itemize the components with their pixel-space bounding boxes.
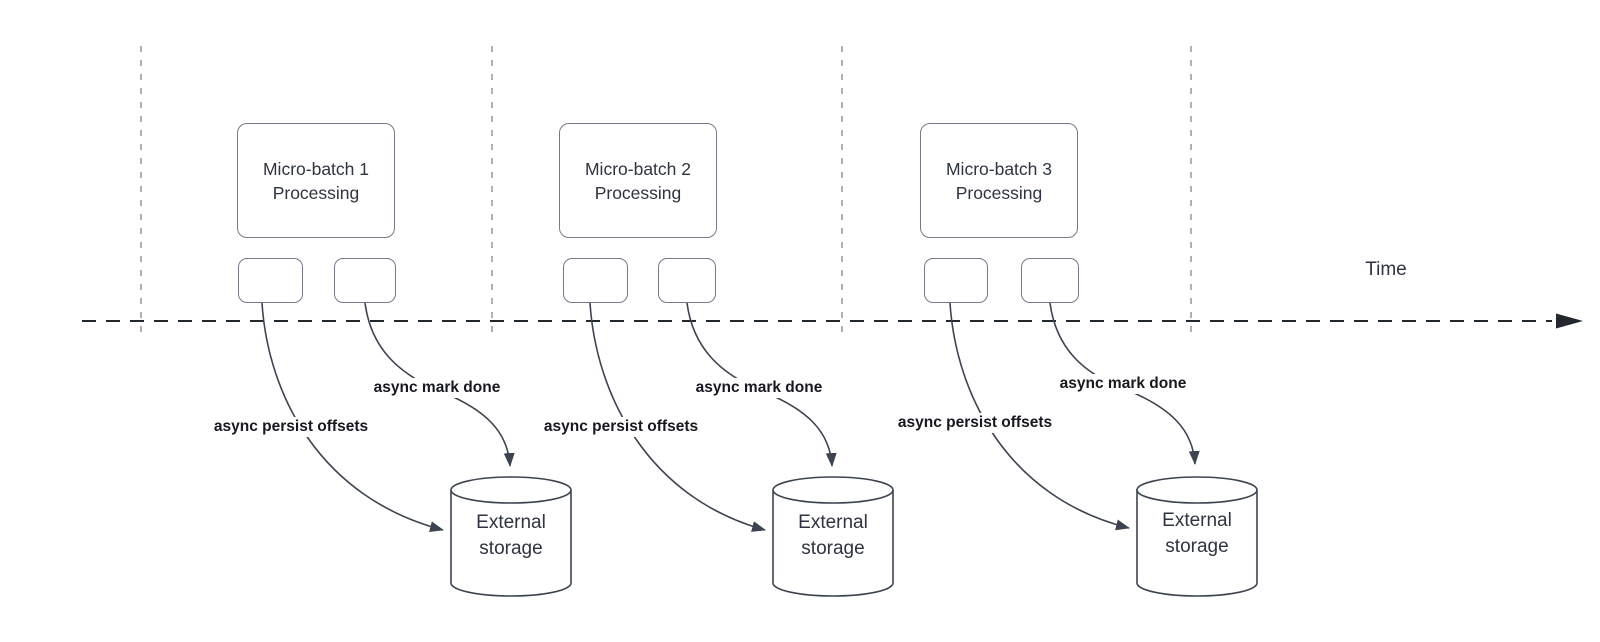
external-storage-label: External storage [1162, 510, 1232, 557]
persist-offsets-label: async persist offsets [894, 413, 1056, 433]
persist-offsets-arrow [949, 302, 1130, 531]
mark-done-task-box [658, 258, 716, 303]
micro-batch-box: Micro-batch 3 Processing [920, 123, 1078, 238]
mark-done-label: async mark done [692, 378, 826, 398]
external-storage-cylinder [772, 476, 894, 597]
persist-offsets-label: async persist offsets [540, 417, 702, 437]
mark-done-label: async mark done [370, 378, 504, 398]
micro-batch-box: Micro-batch 2 Processing [559, 123, 717, 238]
external-storage-cylinder [1136, 476, 1258, 597]
mark-done-task-box [1021, 258, 1079, 303]
persist-task-box [563, 258, 628, 303]
persist-offsets-label: async persist offsets [210, 417, 372, 437]
micro-batch-subtitle: Processing [955, 182, 1043, 203]
micro-batch-title: Micro-batch 1 [262, 158, 369, 179]
mark-done-label: async mark done [1056, 374, 1190, 394]
timeline-arrowhead [1556, 313, 1583, 329]
external-storage-label: External storage [798, 512, 868, 559]
micro-batch-title: Micro-batch 3 [945, 158, 1052, 179]
mark-done-task-box [334, 258, 396, 303]
persist-offsets-arrow [589, 302, 766, 532]
micro-batch-box: Micro-batch 1 Processing [237, 123, 395, 238]
micro-batch-subtitle: Processing [272, 182, 360, 203]
persist-offsets-arrow [261, 302, 444, 533]
external-storage-cylinder [450, 476, 572, 597]
persist-task-box [924, 258, 988, 303]
time-axis-label: Time [1365, 259, 1407, 280]
micro-batch-title: Micro-batch 2 [584, 158, 691, 179]
persist-task-box [238, 258, 303, 303]
external-storage-label: External storage [476, 512, 546, 559]
micro-batch-subtitle: Processing [594, 182, 682, 203]
